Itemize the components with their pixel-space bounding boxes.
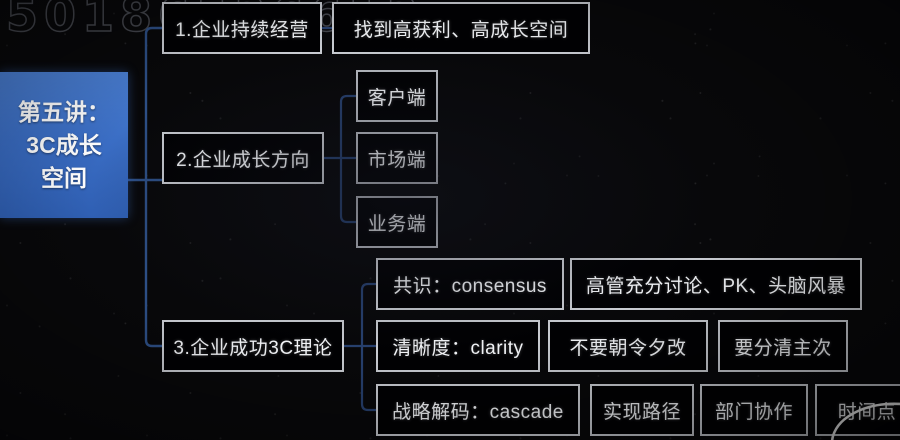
root-node-line-1: 第五讲： [18,98,110,125]
branch-2-child-3-node[interactable]: 业务端 [356,196,438,248]
branch-1-child-1-node[interactable]: 找到高获利、高成长空间 [332,2,590,54]
branch-3-child-2-node[interactable]: 清晰度：clarity [376,320,540,372]
branch-3-child-3-node[interactable]: 战略解码：cascade [376,384,580,436]
branch-3-node[interactable]: 3.企业成功3C理论 [162,320,344,372]
branch-3-child-1-node[interactable]: 共识：consensus [376,258,564,310]
branch-2-child-1-node[interactable]: 客户端 [356,70,438,122]
branch-2-child-2-node[interactable]: 市场端 [356,132,438,184]
branch-1-node[interactable]: 1.企业持续经营 [162,2,322,54]
connector-branch-3-to-child-3 [360,344,378,412]
branch-3-child-1-detail-1-node[interactable]: 高管充分讨论、PK、头脑风暴 [570,258,862,310]
connector-branch-3-to-child-1 [360,282,378,348]
branch-3-child-2-detail-1-node[interactable]: 不要朝令夕改 [548,320,708,372]
connector-trunk-to-branch-1 [144,26,164,182]
root-node-line-2: 3C成长 [26,131,102,158]
connector-branch-2-to-child-3 [339,156,358,224]
connector-trunk-to-branch-3 [144,178,164,348]
branch-2-node[interactable]: 2.企业成长方向 [162,132,324,184]
root-node[interactable]: 第五讲： 3C成长 空间 [0,72,128,218]
branch-3-child-2-detail-2-node[interactable]: 要分清主次 [718,320,848,372]
connector-branch-2-to-child-1 [339,94,358,160]
branch-3-child-3-detail-2-node[interactable]: 部门协作 [700,384,808,436]
branch-3-child-3-detail-3-node[interactable]: 时间点 [815,384,900,436]
branch-3-child-3-detail-1-node[interactable]: 实现路径 [590,384,694,436]
root-node-line-3: 空间 [41,165,87,192]
